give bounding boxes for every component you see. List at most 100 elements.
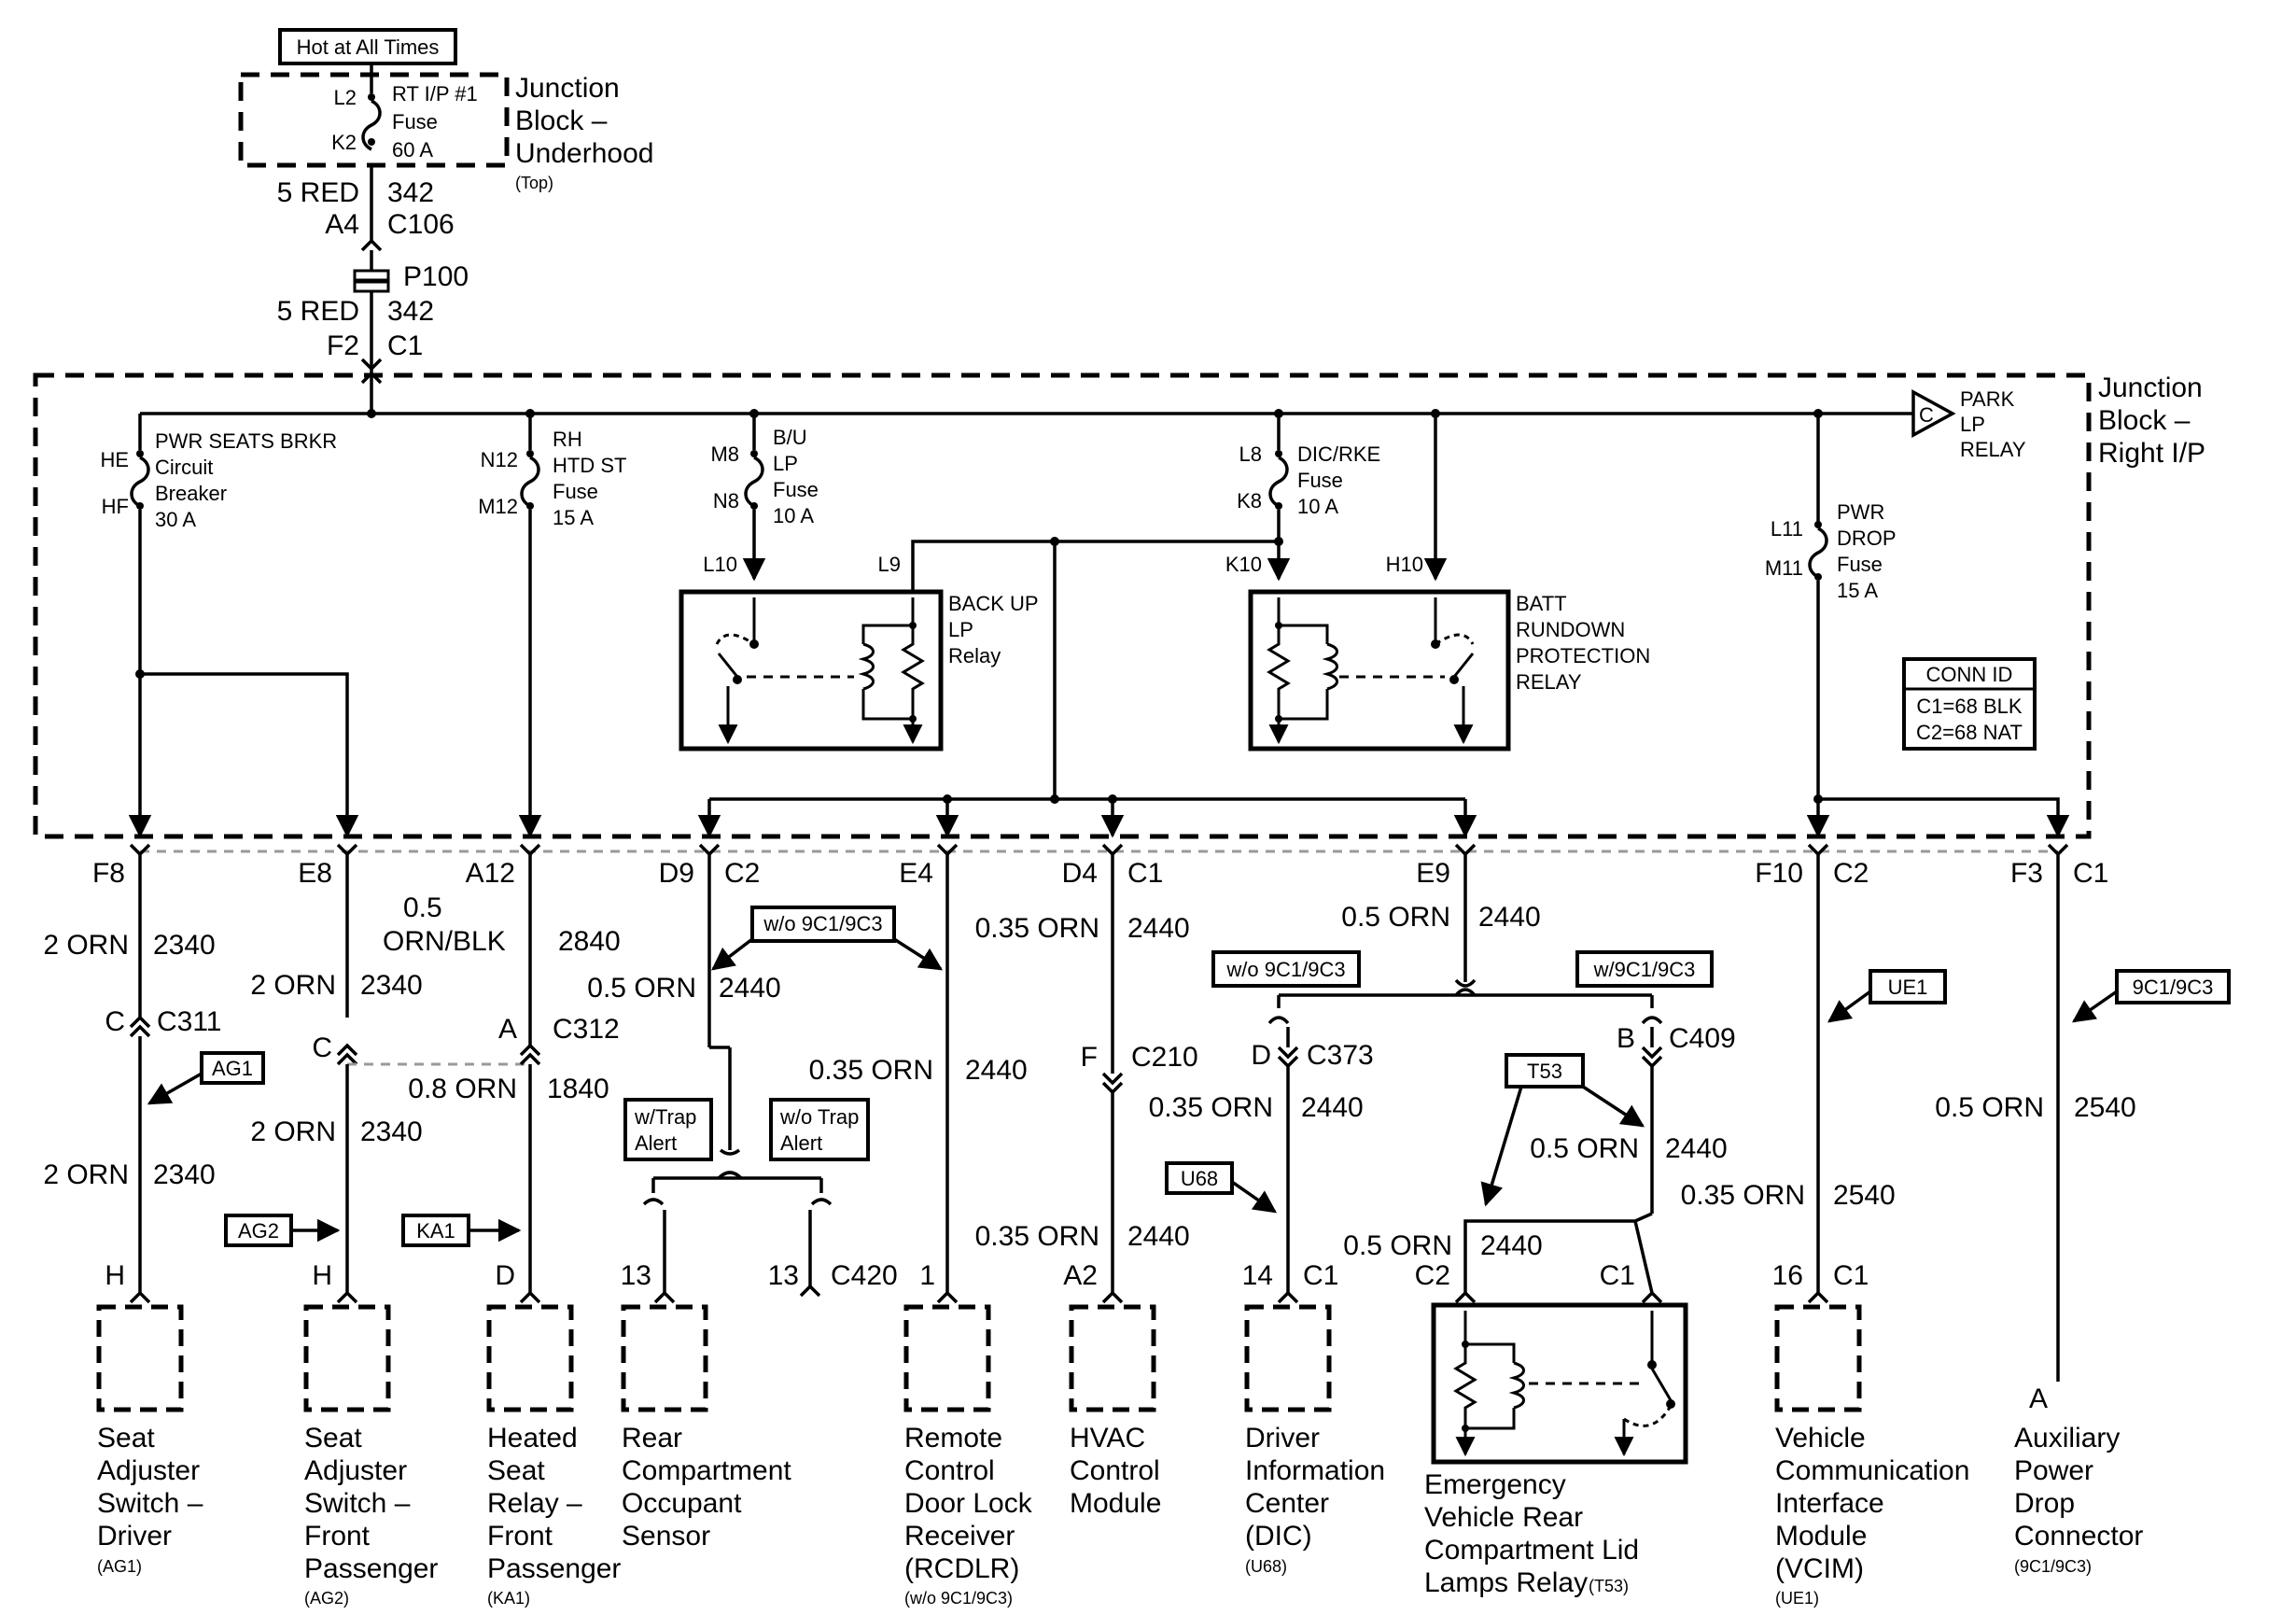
rcdlr-name-1: Remote xyxy=(904,1423,1002,1454)
rcdlr-module xyxy=(903,1304,991,1412)
aux-name-2: Power xyxy=(2014,1455,2093,1486)
pwr-seats-label-1: PWR SEATS BRKR xyxy=(155,429,337,453)
pwr-drop-pin-m11: M11 xyxy=(1765,556,1803,580)
pwr-drop-label-3: Fuse xyxy=(1837,553,1883,576)
heated-seat-pin: D xyxy=(495,1260,515,1291)
hvac-name-1: HVAC xyxy=(1070,1423,1145,1454)
underhood-block: Hot at All Times L2 K2 RT I/P #1 Fuse 60… xyxy=(238,28,653,192)
park-relay-label-1: PARK xyxy=(1960,387,2015,411)
ue1-option-label: UE1 xyxy=(1888,976,1928,999)
backup-relay-pin-l10: L10 xyxy=(703,553,737,576)
backup-relay-label-2: LP xyxy=(948,618,973,641)
conn-id-c2: C2=68 NAT xyxy=(1916,721,2023,744)
bu-lp-label-4: 10 A xyxy=(773,504,814,527)
c420-pin-13a: 13 xyxy=(621,1260,651,1291)
pwr-drop-label-1: PWR xyxy=(1837,500,1884,524)
opt9c-option-box xyxy=(2115,969,2231,1004)
aux-power-pin: A xyxy=(2029,1383,2048,1414)
ue1-option-box xyxy=(1869,969,1947,1004)
conn-id-box xyxy=(1902,657,2037,751)
hvac-name-3: Module xyxy=(1070,1488,1161,1519)
pin-d9-conn: C2 xyxy=(724,858,760,889)
underhood-name-2: Block – xyxy=(515,105,608,136)
vcim-wire-circuit: 2540 xyxy=(1833,1180,1896,1211)
pwr-seats-pin-hf: HF xyxy=(102,495,129,518)
ev-relay-name-1: Emergency xyxy=(1424,1469,1566,1500)
rcdlr-name-4: Receiver xyxy=(904,1521,1015,1552)
circuit-seat-passenger: 0.5 ORN/BLK 2840 2 ORN 2340 C 2 ORN 2340… xyxy=(224,854,621,1293)
c409-id: C409 xyxy=(1669,1023,1736,1054)
pin-e8: E8 xyxy=(298,858,332,889)
component-labels: Seat Adjuster Switch – Driver (AG1) Seat… xyxy=(97,1423,2143,1608)
feed2-conn-id: C1 xyxy=(387,330,423,361)
heated-seat-name-2: Seat xyxy=(487,1455,545,1486)
rear-occupant-sensor xyxy=(621,1304,708,1412)
c210-pin: F xyxy=(1081,1042,1098,1073)
fuse-label-3: 60 A xyxy=(392,138,433,162)
ev-relay-pin-c1: C1 xyxy=(1600,1260,1635,1291)
aux-sub: (9C1/9C3) xyxy=(2014,1557,2092,1576)
d9-wire-circuit: 2440 xyxy=(719,973,781,1004)
seat-pass-name-4: Front xyxy=(304,1521,371,1552)
ip-block-outline xyxy=(33,372,2092,839)
rh-htd-pin-n12: N12 xyxy=(481,448,518,471)
rear-sensor-name-3: Occupant xyxy=(622,1488,742,1519)
wo9c-option-label-1: w/o 9C1/9C3 xyxy=(763,912,882,935)
rear-sensor-name-2: Compartment xyxy=(622,1455,791,1486)
e9-wire-gauge: 0.5 ORN xyxy=(1341,902,1450,933)
ka1-wire-gauge: 0.8 ORN xyxy=(408,1074,517,1104)
hvac-module xyxy=(1069,1304,1156,1412)
pin-e9: E9 xyxy=(1416,858,1450,889)
bu-lp-pin-m8: M8 xyxy=(710,442,739,466)
conn-id-c1: C1=68 BLK xyxy=(1916,695,2022,718)
ip-block-name-1: Junction xyxy=(2098,372,2203,403)
d4-wire-circuit: 2440 xyxy=(1127,913,1190,944)
c373-pin: D xyxy=(1251,1040,1271,1071)
rear-sensor-name-1: Rear xyxy=(622,1423,682,1454)
batt-relay-label-2: RUNDOWN xyxy=(1516,618,1625,641)
fuse-label-2: Fuse xyxy=(392,110,438,133)
seat-driver-pin: H xyxy=(105,1260,125,1291)
heated-seat-name-4: Front xyxy=(487,1521,553,1552)
u68-option-box xyxy=(1165,1161,1234,1195)
pwr-seats-label-2: Circuit xyxy=(155,456,213,479)
aux-name-1: Auxiliary xyxy=(2014,1423,2120,1454)
ka1-option-label: KA1 xyxy=(416,1219,455,1243)
ev-relay-name-2: Vehicle Rear xyxy=(1424,1502,1583,1533)
vcim-pin-conn: C1 xyxy=(1833,1260,1869,1291)
seat-pass-name-1: Seat xyxy=(304,1423,362,1454)
seat-driver-sub: (AG1) xyxy=(97,1557,142,1576)
pin-f8: F8 xyxy=(92,858,125,889)
fuse-pin-l2: L2 xyxy=(334,86,357,109)
bu-lp-label-2: LP xyxy=(773,452,798,475)
f8-wire-circuit: 2340 xyxy=(153,930,216,961)
batt-relay-label-1: BATT xyxy=(1516,592,1567,615)
wo9c-option-label-2: w/o 9C1/9C3 xyxy=(1225,958,1345,981)
vcim-sub: (UE1) xyxy=(1775,1589,1819,1608)
ag1-wire-circuit: 2340 xyxy=(153,1159,216,1190)
ev-wire-gauge: 0.5 ORN xyxy=(1343,1230,1452,1261)
notrap-option-label-2: Alert xyxy=(780,1131,822,1155)
c311-id: C311 xyxy=(157,1006,222,1037)
feed-wire: 5 RED 342 A4 C106 P100 5 RED 342 F2 C1 xyxy=(277,165,469,411)
vcim-pin: 16 xyxy=(1772,1260,1803,1291)
vcim-name-5: (VCIM) xyxy=(1775,1553,1864,1584)
seat-pass-name-5: Passenger xyxy=(304,1553,438,1584)
dic-rke-label-1: DIC/RKE xyxy=(1297,442,1380,466)
hot-at-all-times-box xyxy=(278,28,457,65)
rh-htd-label-2: HTD ST xyxy=(553,454,626,477)
trap-option-label-1: w/Trap xyxy=(634,1105,696,1129)
heated-seat-relay xyxy=(486,1304,574,1412)
pin-d9: D9 xyxy=(659,858,694,889)
feed-circuit: 342 xyxy=(387,177,434,208)
ev-wire-circuit: 2440 xyxy=(1480,1230,1543,1261)
c420-id: C420 xyxy=(831,1260,898,1291)
splice-p100: P100 xyxy=(403,261,469,292)
t53-option-box xyxy=(1505,1053,1585,1088)
underhood-outline xyxy=(238,72,510,168)
component-pins: H H D 1 A2 14 C1 C2 C1 16 C1 A xyxy=(105,1260,2048,1414)
pwr-drop-pin-l11: L11 xyxy=(1771,517,1803,541)
heated-seat-sub: (KA1) xyxy=(487,1589,530,1608)
vcim-name-1: Vehicle xyxy=(1775,1423,1866,1454)
rh-htd-pin-m12: M12 xyxy=(478,495,518,518)
